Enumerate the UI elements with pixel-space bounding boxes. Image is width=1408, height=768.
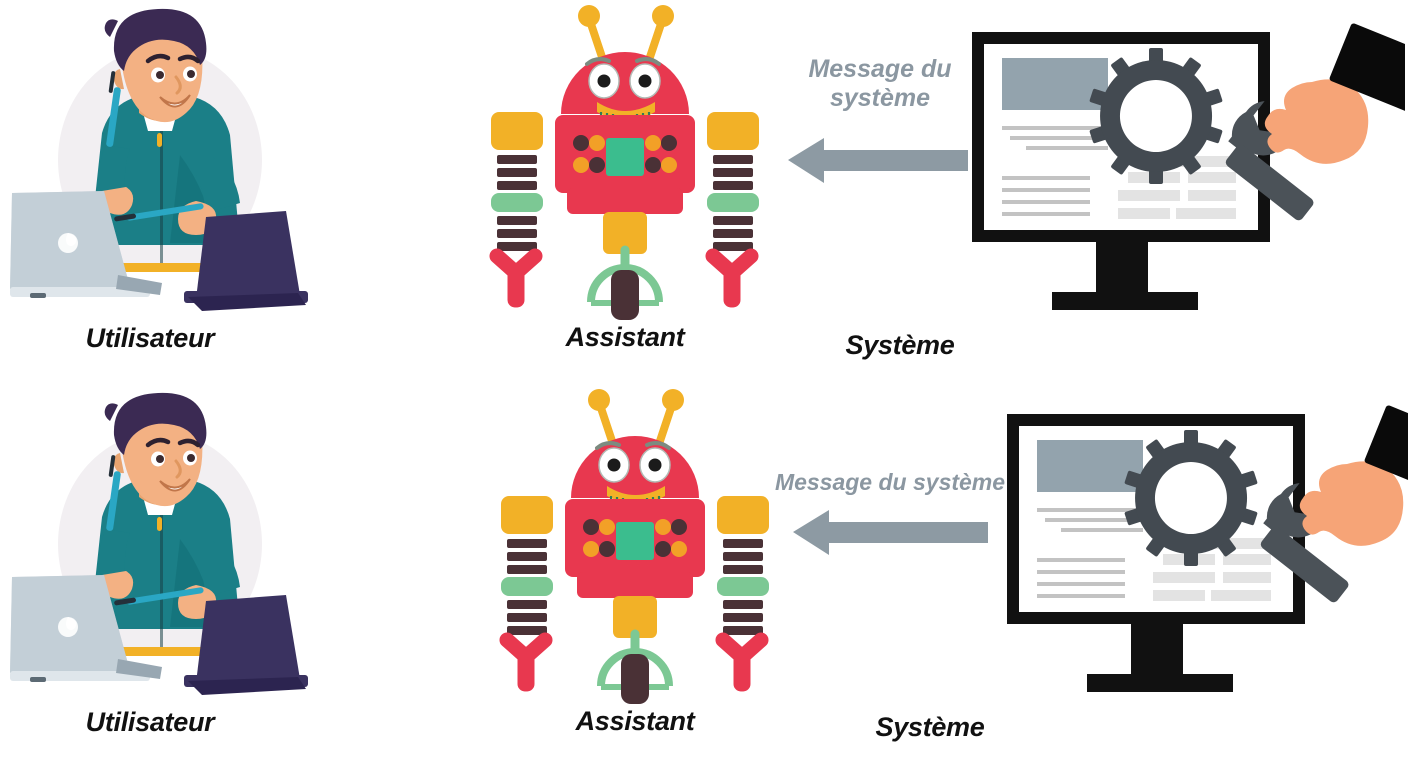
user-at-laptops-icon bbox=[10, 392, 308, 695]
user-label-row1: Utilisateur bbox=[85, 323, 215, 353]
red-robot-icon bbox=[489, 5, 759, 320]
assistant-label-row2: Assistant bbox=[575, 706, 695, 736]
assistant-figure-row1: Assistant bbox=[475, 2, 775, 352]
system-message-row2: Message du système bbox=[765, 469, 1015, 559]
system-figure-row2: Système bbox=[876, 402, 1408, 742]
monitor-with-gear-and-wrench-icon bbox=[972, 23, 1408, 310]
system-figure-row1: Système bbox=[846, 20, 1408, 360]
system-label-row1: Système bbox=[845, 330, 955, 360]
system-label-row2: Système bbox=[875, 712, 985, 742]
conversation-row-1: Utilisateur bbox=[10, 2, 1408, 360]
message-arrow-row1 bbox=[788, 138, 968, 183]
user-figure-row1: Utilisateur bbox=[10, 5, 310, 353]
message-arrow-row2 bbox=[793, 510, 988, 555]
user-label-row2: Utilisateur bbox=[85, 707, 215, 737]
red-robot-icon bbox=[499, 389, 769, 704]
system-message-label-row2: Message du système bbox=[774, 469, 1006, 495]
monitor-with-gear-and-wrench-icon bbox=[1007, 405, 1408, 692]
system-message-label-row1: Message du système bbox=[808, 55, 952, 112]
system-message-row1: Message du système bbox=[780, 55, 980, 183]
user-at-laptops-icon bbox=[10, 8, 308, 311]
conversation-row-2: Utilisateur bbox=[0, 384, 1408, 768]
user-figure-row2: Utilisateur bbox=[10, 389, 310, 737]
assistant-figure-row2: Assistant bbox=[485, 386, 785, 736]
assistant-label-row1: Assistant bbox=[565, 322, 685, 352]
